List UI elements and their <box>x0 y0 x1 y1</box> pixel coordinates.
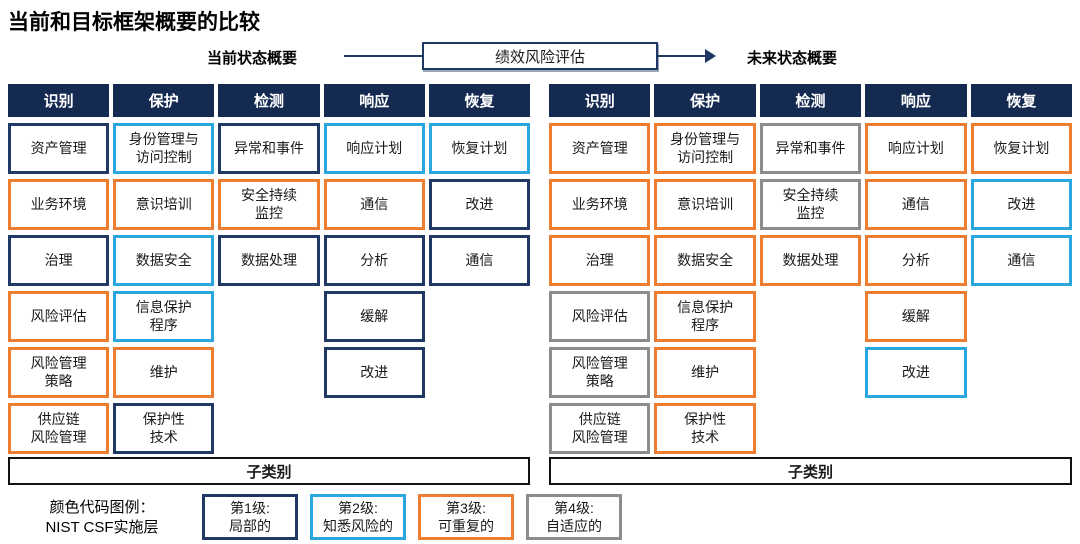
category-cell: 信息保护 程序 <box>113 291 215 342</box>
category-cell: 身份管理与 访问控制 <box>654 123 756 174</box>
category-cell: 保护性 技术 <box>113 403 215 454</box>
column-header: 检测 <box>218 84 320 117</box>
category-cell: 数据安全 <box>654 235 756 286</box>
category-cell: 风险评估 <box>8 291 110 342</box>
column-header: 保护 <box>654 84 756 117</box>
current-state-panel: 识别资产管理业务环境治理风险评估风险管理 策略供应链 风险管理保护身份管理与 访… <box>8 84 531 459</box>
column-header: 检测 <box>759 84 862 117</box>
category-cell: 风险评估 <box>549 291 651 342</box>
legend: 第1级: 局部的 第2级: 知悉风险的 第3级: 可重复的 第4级: 自适应的 <box>202 494 622 540</box>
legend-item-tier3: 第3级: 可重复的 <box>418 494 514 540</box>
category-cell: 缓解 <box>323 291 425 342</box>
category-cell: 身份管理与 访问控制 <box>113 123 215 174</box>
future-state-column-1: 保护身份管理与 访问控制意识培训数据安全信息保护 程序维护保护性 技术 <box>654 84 756 459</box>
legend-item-line1: 第3级: <box>446 499 486 516</box>
column-header: 响应 <box>865 84 967 117</box>
category-cell: 数据处理 <box>218 235 320 286</box>
legend-item-line1: 第1级: <box>230 499 270 516</box>
legend-item-tier1: 第1级: 局部的 <box>202 494 298 540</box>
legend-item-line2: 知悉风险的 <box>323 518 393 534</box>
category-cell: 数据处理 <box>759 235 862 286</box>
category-cell: 分析 <box>865 235 967 286</box>
current-state-column-1: 保护身份管理与 访问控制意识培训数据安全信息保护 程序维护保护性 技术 <box>113 84 215 459</box>
category-cell: 资产管理 <box>8 123 110 174</box>
legend-item-line2: 自适应的 <box>546 518 602 534</box>
category-cell: 治理 <box>549 235 651 286</box>
future-state-label: 未来状态概要 <box>747 50 838 67</box>
legend-item-line1: 第2级: <box>338 499 378 516</box>
category-cell: 通信 <box>428 235 531 286</box>
category-cell: 资产管理 <box>549 123 651 174</box>
future-state-column-4: 恢复恢复计划改进通信 <box>970 84 1073 459</box>
legend-item-line1: 第4级: <box>554 499 594 516</box>
legend-title-line2: NIST CSF实施层 <box>45 519 159 537</box>
legend-item-line2: 局部的 <box>229 518 271 534</box>
category-cell: 通信 <box>970 235 1073 286</box>
category-cell: 维护 <box>654 347 756 398</box>
category-cell: 意识培训 <box>654 179 756 230</box>
category-cell: 维护 <box>113 347 215 398</box>
current-state-column-3: 响应响应计划通信分析缓解改进 <box>323 84 425 459</box>
column-header: 识别 <box>8 84 110 117</box>
category-cell: 治理 <box>8 235 110 286</box>
category-cell: 改进 <box>865 347 967 398</box>
category-cell: 响应计划 <box>323 123 425 174</box>
subcategory-bar-current: 子类别 <box>8 457 530 485</box>
category-cell: 安全持续 监控 <box>218 179 320 230</box>
category-cell: 恢复计划 <box>428 123 531 174</box>
column-header: 响应 <box>323 84 425 117</box>
category-cell: 供应链 风险管理 <box>549 403 651 454</box>
arrow-right-icon <box>705 49 716 63</box>
column-header: 恢复 <box>970 84 1073 117</box>
category-cell: 业务环境 <box>8 179 110 230</box>
category-cell: 业务环境 <box>549 179 651 230</box>
current-state-label: 当前状态概要 <box>207 50 298 67</box>
legend-title: 颜色代码图例： NIST CSF实施层 <box>8 498 196 539</box>
category-cell: 安全持续 监控 <box>759 179 862 230</box>
category-cell: 响应计划 <box>865 123 967 174</box>
category-cell: 恢复计划 <box>970 123 1073 174</box>
future-state-column-3: 响应响应计划通信分析缓解改进 <box>865 84 967 459</box>
category-cell: 异常和事件 <box>759 123 862 174</box>
category-cell: 数据安全 <box>113 235 215 286</box>
category-cell: 供应链 风险管理 <box>8 403 110 454</box>
legend-item-tier2: 第2级: 知悉风险的 <box>310 494 406 540</box>
category-cell: 风险管理 策略 <box>549 347 651 398</box>
connector-line-left <box>344 55 422 57</box>
category-cell: 缓解 <box>865 291 967 342</box>
category-cell: 改进 <box>970 179 1073 230</box>
column-header: 识别 <box>549 84 651 117</box>
future-state-panel: 识别资产管理业务环境治理风险评估风险管理 策略供应链 风险管理保护身份管理与 访… <box>549 84 1073 459</box>
category-cell: 信息保护 程序 <box>654 291 756 342</box>
current-state-column-4: 恢复恢复计划改进通信 <box>428 84 531 459</box>
assessment-box: 绩效风险评估 <box>422 42 658 70</box>
future-state-column-0: 识别资产管理业务环境治理风险评估风险管理 策略供应链 风险管理 <box>549 84 651 459</box>
category-cell: 改进 <box>323 347 425 398</box>
page-title: 当前和目标框架概要的比较 <box>8 11 260 34</box>
legend-item-line2: 可重复的 <box>438 518 494 534</box>
category-cell: 风险管理 策略 <box>8 347 110 398</box>
legend-item-tier4: 第4级: 自适应的 <box>526 494 622 540</box>
column-header: 保护 <box>113 84 215 117</box>
category-cell: 意识培训 <box>113 179 215 230</box>
category-cell: 通信 <box>323 179 425 230</box>
category-cell: 改进 <box>428 179 531 230</box>
category-cell: 通信 <box>865 179 967 230</box>
future-state-column-2: 检测异常和事件安全持续 监控数据处理 <box>759 84 862 459</box>
category-cell: 异常和事件 <box>218 123 320 174</box>
category-cell: 保护性 技术 <box>654 403 756 454</box>
category-cell: 分析 <box>323 235 425 286</box>
column-header: 恢复 <box>428 84 531 117</box>
subcategory-bar-future: 子类别 <box>549 457 1072 485</box>
current-state-column-0: 识别资产管理业务环境治理风险评估风险管理 策略供应链 风险管理 <box>8 84 110 459</box>
legend-title-line1: 颜色代码图例： <box>49 499 155 516</box>
connector-line-right <box>658 55 706 57</box>
current-state-column-2: 检测异常和事件安全持续 监控数据处理 <box>218 84 320 459</box>
